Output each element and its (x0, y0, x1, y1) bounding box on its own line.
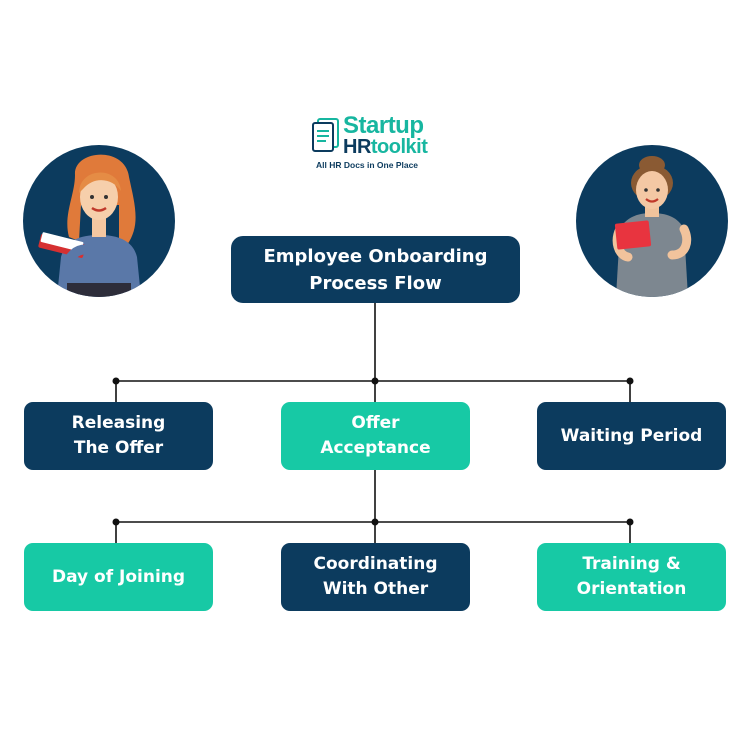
step-coordinating-with-other: Coordinating With Other (281, 543, 470, 611)
logo-word-hrtoolkit: HRtoolkit (343, 136, 428, 159)
junction-dot (112, 518, 120, 526)
logo-word-startup: Startup (343, 112, 424, 139)
title-box: Employee Onboarding Process Flow (231, 236, 520, 303)
step-releasing-the-offer: Releasing The Offer (24, 402, 213, 470)
junction-dot (112, 377, 120, 385)
step-waiting-period: Waiting Period (537, 402, 726, 470)
startup-hr-toolkit-logo: Startup HRtoolkit All HR Docs in One Pla… (310, 112, 450, 174)
junction-dot (371, 518, 379, 526)
step-offer-acceptance: Offer Acceptance (281, 402, 470, 470)
step-training-and-orientation: Training & Orientation (537, 543, 726, 611)
junction-dot (626, 518, 634, 526)
junction-dot (626, 377, 634, 385)
junction-dot (371, 377, 379, 385)
logo-word-toolkit: toolkit (370, 136, 428, 158)
logo-word-hr: HR (343, 136, 371, 158)
document-logo-icon (312, 118, 339, 152)
woman-with-notebook-avatar (23, 145, 175, 297)
step-day-of-joining: Day of Joining (24, 543, 213, 611)
woman-with-tablet-avatar (576, 145, 728, 297)
logo-tagline: All HR Docs in One Place (316, 160, 419, 170)
